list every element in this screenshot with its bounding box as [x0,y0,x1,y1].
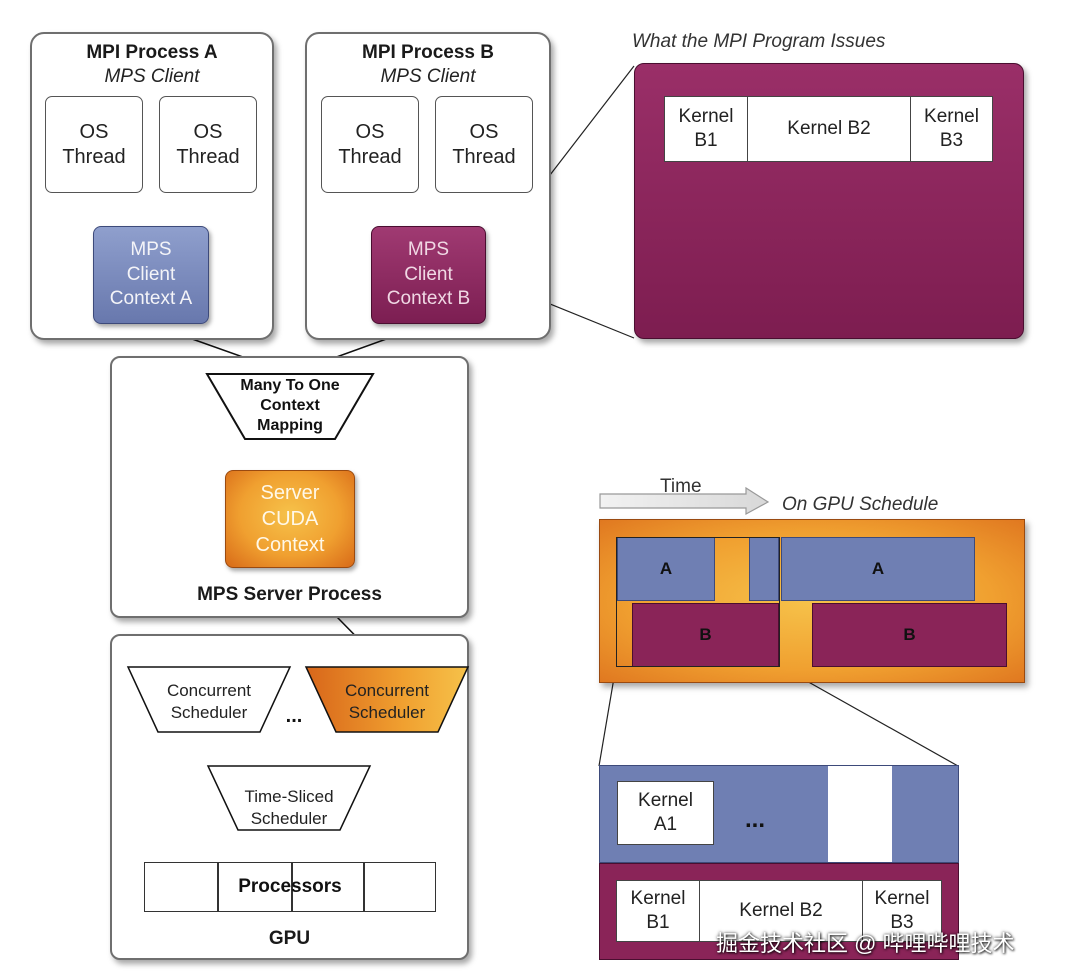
detail-gap [828,766,892,862]
process-a-subtitle: MPS Client [104,66,200,87]
schedule-block-b-1: B [632,603,779,667]
context-mapping-trapezoid: Many To One Context Mapping [205,373,375,440]
issues-kernel-b3: Kernel B3 [924,106,979,151]
processors-row: Processors [144,862,436,912]
schedule-block-b-2: B [812,603,1007,667]
client-context-a: MPS Client Context A [93,226,209,324]
mapping-line-2: Context [260,397,320,414]
issues-caption: What the MPI Program Issues [632,31,886,52]
scheduler-left-line-1: Concurrent [167,681,251,700]
issues-kernel-b2: Kernel B2 [748,97,911,161]
process-a-title: MPI Process A [86,42,218,63]
detail-kernel-b3: Kernel B3 [874,888,930,933]
processors-label: Processors [238,876,342,897]
process-a-thread-1: OS Thread [45,96,143,193]
issues-kernel-strip: Kernel B1 Kernel B2 Kernel B3 [664,96,993,162]
issues-kernel-b1: Kernel B1 [665,97,748,161]
schedule-caption: On GPU Schedule [782,494,939,515]
concurrent-scheduler-left [126,666,292,733]
mapping-line-3: Mapping [257,417,323,434]
concurrent-scheduler-right [304,666,470,733]
mapping-line-1: Many To One [240,377,339,394]
detail-kernel-strip: Kernel B1 Kernel B2 Kernel B3 [616,880,942,942]
processor-divider-3 [363,863,365,911]
detail-ellipsis: ... [745,806,766,833]
time-sliced-scheduler [206,765,372,831]
time-sliced-line-1: Time-Sliced [244,787,333,806]
detail-kernel-b2: Kernel B2 [700,881,863,941]
server-label: MPS Server Process [197,584,382,605]
process-a-thread-2: OS Thread [159,96,257,193]
time-arrow [599,486,770,516]
processor-divider-1 [217,863,219,911]
time-label: Time [660,476,702,497]
process-b-subtitle: MPS Client [380,66,476,87]
process-b-thread-1: OS Thread [321,96,419,193]
processor-divider-2 [291,863,293,911]
process-b-title: MPI Process B [362,42,494,63]
time-sliced-line-2: Scheduler [251,809,328,828]
client-context-b: MPS Client Context B [371,226,486,324]
process-b-thread-2: OS Thread [435,96,533,193]
scheduler-right-line-2: Scheduler [349,703,426,722]
detail-kernel-a1: Kernel A1 [617,781,714,845]
scheduler-left-line-2: Scheduler [171,703,248,722]
server-cuda-context: Server CUDA Context [225,470,355,568]
gpu-label: GPU [268,928,311,949]
scheduler-right-line-1: Concurrent [345,681,429,700]
schedule-block-a-3: A [781,537,975,601]
scheduler-ellipsis: ... [286,705,303,727]
watermark-text: 掘金技术社区 @ 哔哩哔哩技术 [716,931,1015,956]
detail-kernel-b1: Kernel B1 [617,881,700,941]
gpu-schedulers: Concurrent Scheduler ... Concurrent Sche… [126,666,470,831]
schedule-zoom-outline [616,537,780,667]
